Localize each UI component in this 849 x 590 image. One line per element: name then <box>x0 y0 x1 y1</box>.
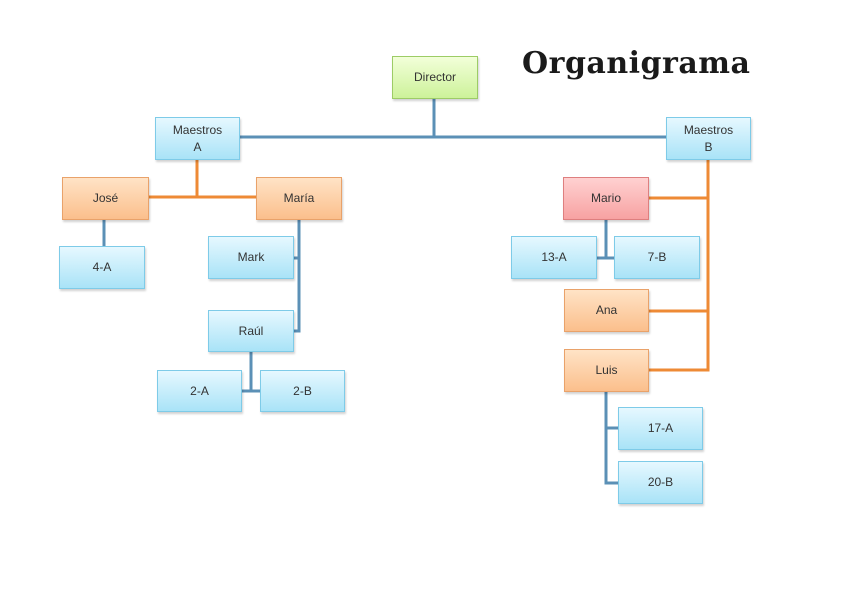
node-4a[interactable]: 4-A <box>59 246 145 289</box>
node-maestros-a-label-2: A <box>193 139 202 154</box>
node-maria-label: María <box>283 191 315 205</box>
node-jose-label: José <box>92 191 119 205</box>
node-luis[interactable]: Luis <box>564 349 649 392</box>
node-maestros-b-label-2: B <box>704 139 713 154</box>
node-ana[interactable]: Ana <box>564 289 649 332</box>
node-7b[interactable]: 7-B <box>614 236 700 279</box>
node-maestros-a-label-1: Maestros <box>172 122 223 137</box>
node-raul-label: Raúl <box>238 323 264 338</box>
node-mario-label: Mario <box>590 191 621 205</box>
node-mark[interactable]: Mark <box>208 236 294 279</box>
node-ana-label: Ana <box>595 303 618 317</box>
node-maestros-b[interactable]: Maestros B <box>666 117 751 160</box>
node-director-label: Director <box>413 70 456 84</box>
chart-title: Organigrama <box>522 46 751 81</box>
node-maria[interactable]: María <box>256 177 342 220</box>
node-maestros-b-label-1: Maestros <box>683 122 734 137</box>
node-maestros-a[interactable]: Maestros A <box>155 117 240 160</box>
node-13a-label: 13-A <box>541 250 567 264</box>
node-jose[interactable]: José <box>62 177 149 220</box>
node-17a-label: 17-A <box>647 421 674 435</box>
node-20b[interactable]: 20-B <box>618 461 703 504</box>
node-director[interactable]: Director <box>392 56 478 99</box>
node-4a-label: 4-A <box>92 260 112 274</box>
node-17a[interactable]: 17-A <box>618 407 703 450</box>
node-2b-label: 2-B <box>293 383 312 398</box>
node-mark-label: Mark <box>237 250 265 264</box>
node-13a[interactable]: 13-A <box>511 236 597 279</box>
node-luis-label: Luis <box>595 363 618 377</box>
node-2a-label: 2-A <box>190 383 209 398</box>
node-20b-label: 20-B <box>647 475 674 489</box>
node-2b[interactable]: 2-B <box>260 370 345 412</box>
node-2a[interactable]: 2-A <box>157 370 242 412</box>
node-mario[interactable]: Mario <box>563 177 649 220</box>
node-7b-label: 7-B <box>647 250 667 264</box>
node-raul[interactable]: Raúl <box>208 310 294 352</box>
